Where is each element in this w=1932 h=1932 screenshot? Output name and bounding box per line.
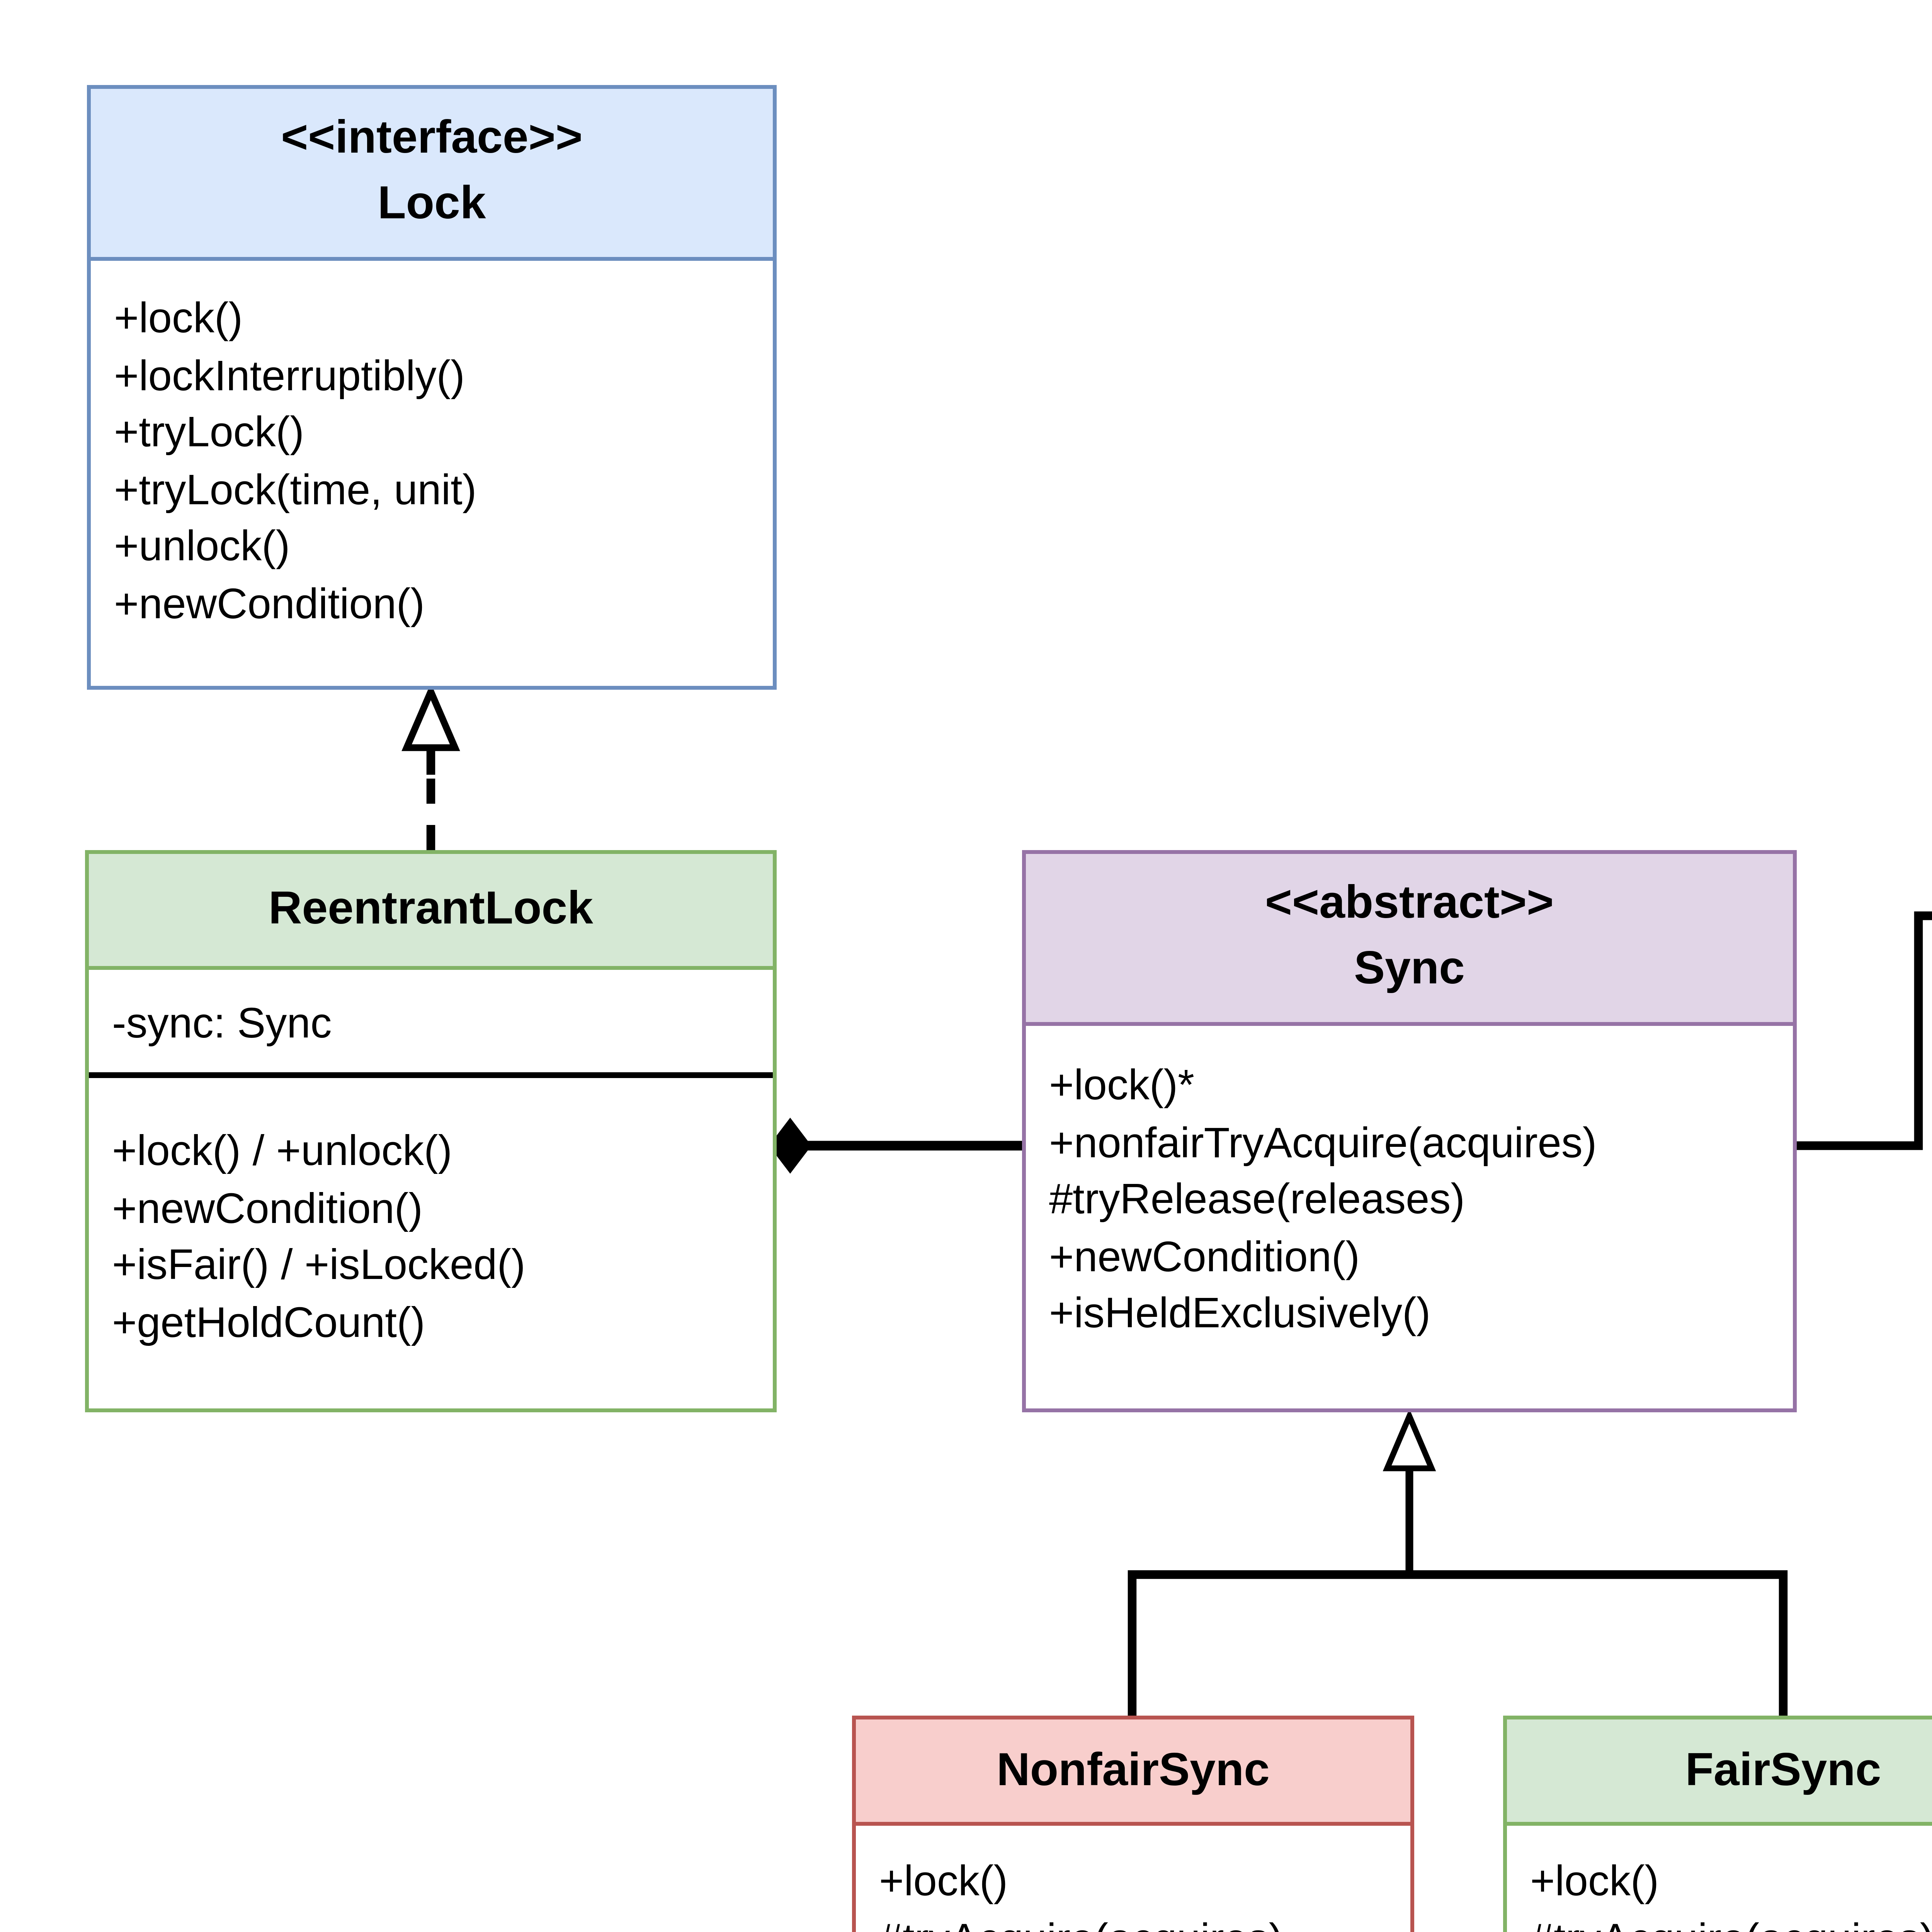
class-box-fairsync: FairSync +lock() #tryAcquire(acquires): [1503, 1716, 1932, 1932]
method: +isHeldExclusively(): [1049, 1289, 1431, 1337]
filled-diamond-icon: [769, 1117, 811, 1174]
class-box-nonfairsync: NonfairSync +lock() #tryAcquire(acquires…: [852, 1716, 1414, 1932]
class-header: ReentrantLock: [89, 854, 773, 970]
method: +getHoldCount(): [112, 1297, 425, 1346]
class-name: FairSync: [1685, 1745, 1881, 1797]
class-name: Sync: [1354, 943, 1465, 995]
class-box-reentrantlock: ReentrantLock -sync: Sync +lock() / +unl…: [85, 850, 777, 1412]
methods-section: +lock() +lockInterruptibly() +tryLock() …: [91, 261, 773, 632]
method: +lock(): [1530, 1857, 1659, 1905]
generalization-arrow-sync-to-aqs: [1796, 911, 1932, 1150]
hollow-triangle-icon: [401, 683, 460, 751]
hollow-triangle-icon: [1383, 1408, 1436, 1471]
section-divider: [89, 1072, 773, 1078]
method: +newCondition(): [1049, 1231, 1360, 1280]
method: #tryAcquire(acquires): [1507, 1910, 1932, 1932]
method: +nonfairTryAcquire(acquires): [1049, 1117, 1597, 1166]
method: #tryRelease(releases): [1049, 1175, 1465, 1223]
method: +tryLock(): [114, 408, 304, 456]
method: +lock() / +unlock(): [112, 1126, 452, 1175]
method: +lockInterruptibly(): [114, 350, 465, 399]
method: +unlock(): [114, 522, 290, 570]
methods-section: +lock() / +unlock() +newCondition() +isF…: [89, 1078, 773, 1350]
method: +lock(): [879, 1857, 1008, 1905]
composition-link-reentrantlock-sync: [769, 1117, 1022, 1174]
generalization-arrow-subclasses-to-sync: [1128, 1408, 1788, 1716]
realization-arrow-reentrantlock-to-lock: [401, 683, 460, 850]
class-header: <<interface>> Lock: [91, 89, 773, 261]
method: #tryAcquire(acquires): [856, 1910, 1410, 1932]
methods-section: +lock() #tryAcquire(acquires): [856, 1826, 1410, 1932]
class-name: NonfairSync: [997, 1745, 1270, 1797]
stereotype-label: <<abstract>>: [1265, 877, 1554, 929]
stereotype-label: <<interface>>: [281, 112, 583, 164]
fields-section: -sync: Sync: [89, 970, 773, 1072]
method: +lock()*: [1049, 1061, 1194, 1109]
class-name: Lock: [378, 178, 486, 230]
method: +newCondition(): [112, 1183, 423, 1232]
method: +tryLock(time, unit): [114, 464, 477, 513]
class-box-sync: <<abstract>> Sync +lock()* +nonfairTryAc…: [1022, 850, 1797, 1412]
method: +isFair() / +isLocked(): [112, 1240, 526, 1289]
methods-section: +lock()* +nonfairTryAcquire(acquires) #t…: [1026, 1026, 1793, 1342]
class-header: <<abstract>> Sync: [1026, 854, 1793, 1026]
field: -sync: Sync: [112, 999, 332, 1047]
method: +newCondition(): [114, 578, 425, 627]
class-header: NonfairSync: [856, 1719, 1410, 1826]
class-box-lock: <<interface>> Lock +lock() +lockInterrup…: [87, 85, 777, 690]
method: +lock(): [114, 294, 243, 342]
methods-section: +lock() #tryAcquire(acquires): [1507, 1826, 1932, 1932]
class-header: FairSync: [1507, 1719, 1932, 1826]
class-name: ReentrantLock: [268, 883, 594, 935]
